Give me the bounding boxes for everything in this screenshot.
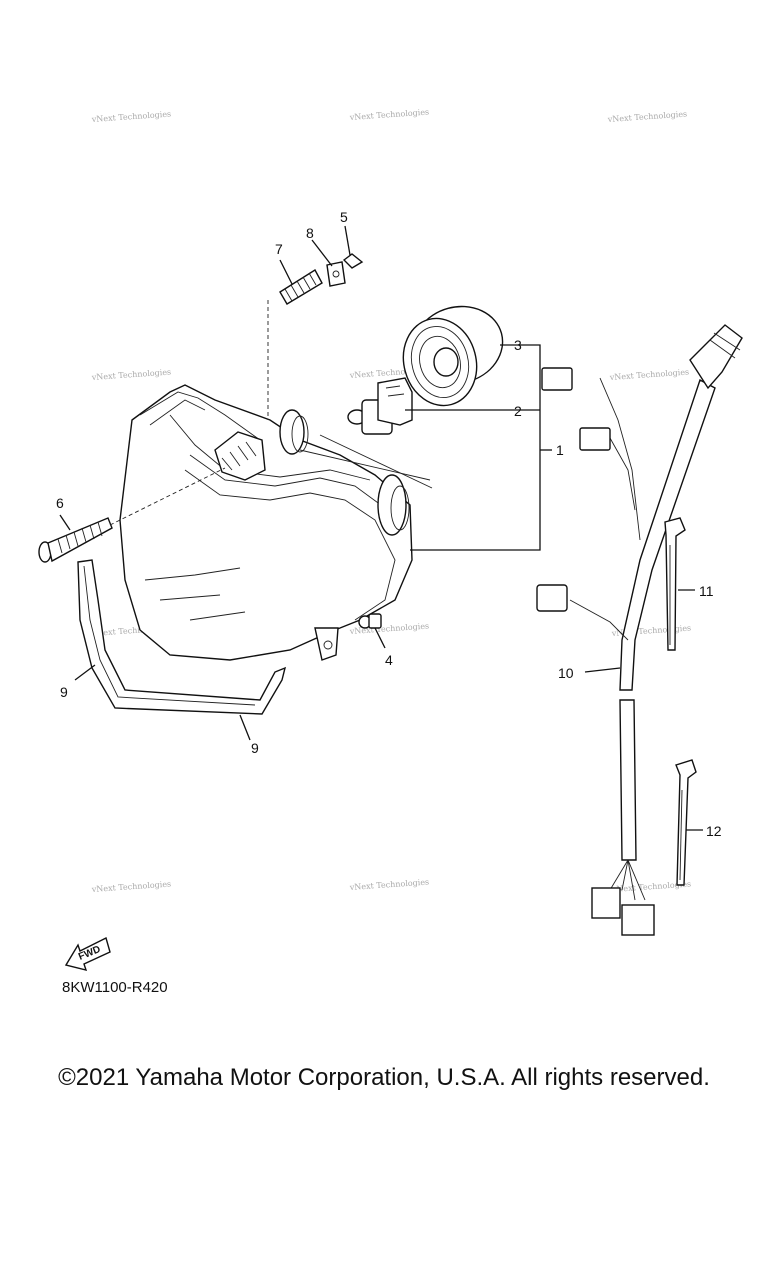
screw [38, 517, 113, 563]
fwd-arrow-icon: FWD [64, 936, 111, 971]
leader-lines [59, 225, 703, 831]
callout-8: 8 [306, 225, 314, 241]
callout-1: 1 [556, 442, 564, 458]
watermark: vNext Technologies [349, 107, 430, 122]
headlight-assembly [119, 384, 413, 661]
watermark: vNext Technologies [609, 367, 690, 382]
callout-9: 9 [60, 684, 68, 700]
callout-9: 9 [251, 740, 259, 756]
watermark: vNext Technologies [91, 109, 172, 124]
watermark: vNext Technologies [91, 879, 172, 894]
callout-3: 3 [514, 337, 522, 353]
callout-12: 12 [706, 823, 722, 839]
trim-strips [77, 559, 287, 715]
wire-harness [536, 324, 743, 936]
callouts: 1 2 3 4 5 6 7 8 9 9 10 11 12 [56, 209, 722, 839]
callout-11: 11 [699, 583, 714, 599]
small-parts [279, 253, 364, 305]
callout-10: 10 [558, 665, 574, 681]
watermark: vNext Technologies [91, 367, 172, 382]
headlight-bulb [347, 377, 413, 435]
callout-5: 5 [340, 209, 348, 225]
watermark: vNext Technologies [607, 109, 688, 124]
cable-ties [664, 517, 697, 886]
watermark: vNext Technologies [349, 877, 430, 892]
copyright-text: ©2021 Yamaha Motor Corporation, U.S.A. A… [58, 1064, 710, 1091]
callout-2: 2 [514, 403, 522, 419]
callout-7: 7 [275, 241, 283, 257]
parts-diagram: vNext Technologies vNext Technologies vN… [38, 107, 743, 971]
bulb-cover [402, 305, 504, 407]
diagram-code: 8KW1100-R420 [62, 979, 168, 996]
callout-4: 4 [385, 652, 393, 668]
position-bulb [358, 613, 382, 629]
callout-6: 6 [56, 495, 64, 511]
